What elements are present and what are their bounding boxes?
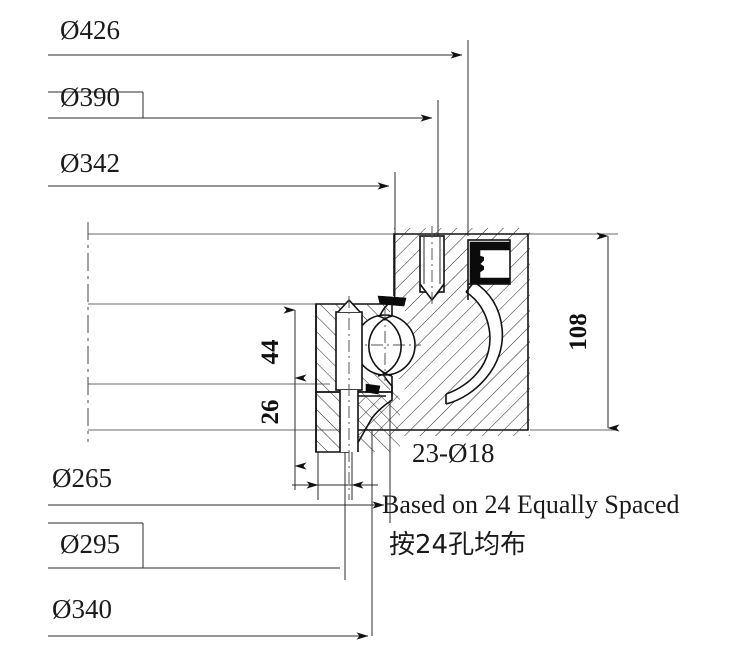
- dim-label-108: 108: [565, 313, 592, 351]
- top-dimension-lines: [48, 51, 463, 190]
- raceway-outer-arc: [368, 315, 393, 377]
- hole-callout-label: 23-Ø18: [412, 438, 495, 468]
- outer-ring-void-fill: [446, 282, 503, 404]
- ball-fill: [355, 315, 415, 375]
- bolt-hole-width-dimension: [292, 466, 378, 490]
- raceway-arcs: [368, 315, 402, 377]
- bottom-dimension-lines: [48, 501, 385, 640]
- note-chinese: 按24孔均布: [389, 530, 527, 560]
- lower-hole-bore-fill: [340, 390, 358, 452]
- lower-bolt-hole: [335, 296, 363, 500]
- dim-label-26: 26: [257, 400, 284, 425]
- outer-ring-void-outer: [445, 281, 504, 405]
- vertical-dimension-right: 108: [565, 232, 620, 432]
- note-english: Based on 24 Equally Spaced: [382, 490, 680, 519]
- dim-label-44: 44: [257, 339, 284, 365]
- dim-label-426: Ø426: [60, 15, 120, 45]
- lower-gap-wedge: [365, 383, 381, 395]
- bearing-cross-section: [315, 226, 530, 500]
- vertical-dimensions-left: 44 26: [257, 306, 307, 470]
- dim-label-265: Ø265: [52, 463, 112, 493]
- part-projection-lines: [87, 222, 618, 442]
- seal-lip-void: [484, 252, 508, 276]
- dim-label-295: Ø295: [60, 529, 120, 559]
- outer-ring-void-inner: [445, 291, 491, 395]
- seal-assembly: [467, 239, 511, 300]
- dim-label-342: Ø342: [60, 148, 120, 178]
- inner-ring-lower-hatch: [316, 392, 400, 452]
- dim-label-390: Ø390: [60, 82, 120, 112]
- raceway-inner-arc: [377, 315, 402, 377]
- dim-label-340: Ø340: [52, 594, 112, 624]
- seal-pocket-outline: [467, 239, 511, 285]
- upper-bolt-hole: [419, 226, 445, 306]
